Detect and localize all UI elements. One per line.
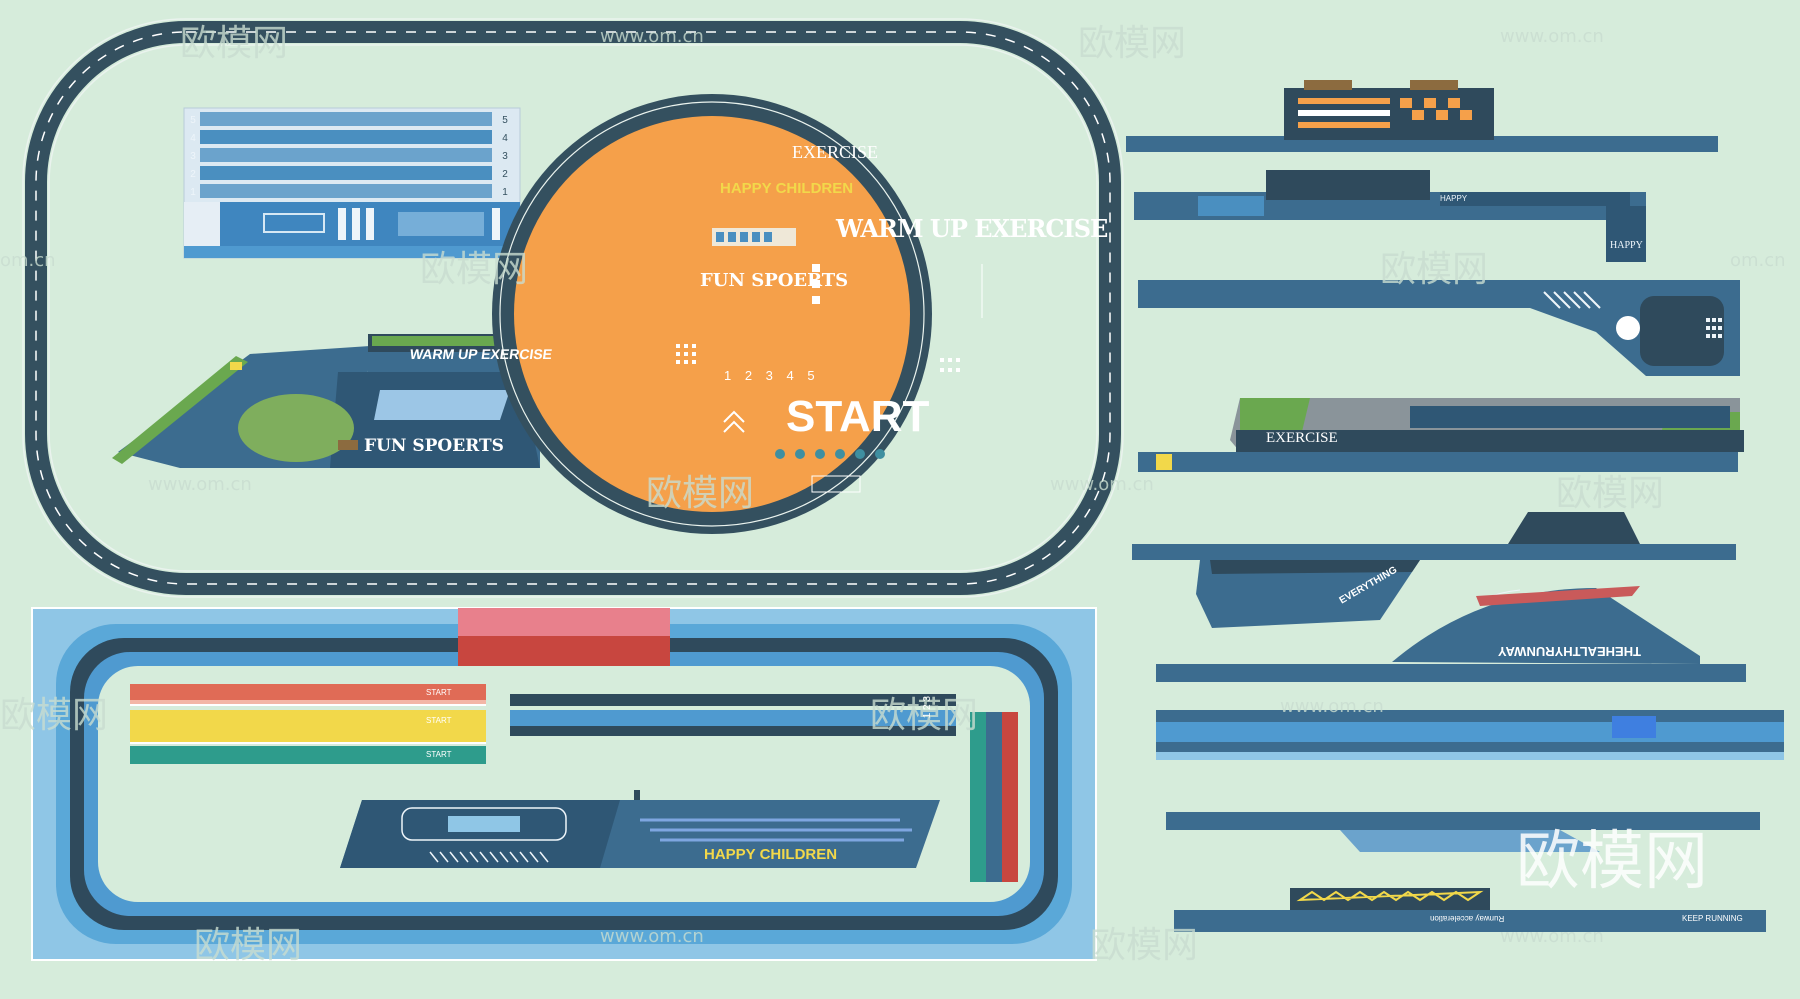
lane-number: 1 bbox=[502, 187, 508, 198]
watermark-brand-7: 欧模网 bbox=[0, 695, 109, 736]
strip-happy-sign: HAPPY bbox=[1610, 240, 1643, 251]
watermark-brand-1: 欧模网 bbox=[180, 23, 289, 64]
lane-number: 4 bbox=[190, 133, 196, 144]
circle-numbers: 1 2 3 4 5 bbox=[724, 368, 820, 383]
lane-number: 3 bbox=[502, 151, 508, 162]
watermark-brand-8: 欧模网 bbox=[870, 695, 979, 736]
strip-happy-tag: HAPPY bbox=[1440, 194, 1468, 203]
iso-warm-up-label: WARM UP EXERCISE bbox=[408, 346, 554, 362]
start-label-1: START bbox=[426, 688, 452, 697]
lane-number: 1 bbox=[190, 187, 196, 198]
watermark-url-2: www.om.cn bbox=[600, 26, 704, 47]
brand-watermark-large: 欧模网 bbox=[1516, 825, 1708, 899]
watermark-url-1: www.om.cn bbox=[1500, 26, 1604, 47]
oval-track bbox=[22, 18, 1124, 598]
start-label-2: START bbox=[426, 716, 452, 725]
watermark-brand-4: 欧模网 bbox=[420, 249, 529, 290]
strip-runway: Runway acceleration bbox=[1430, 914, 1505, 923]
iso-fun-sports-label: FUN SPOERTS bbox=[364, 436, 504, 456]
lane-numbers-right: 5 4 3 2 1 bbox=[498, 112, 512, 202]
watermark-url-7: www.om.cn bbox=[1500, 926, 1604, 947]
lanes-panel bbox=[183, 107, 521, 259]
strip-keep-running: KEEP RUNNING bbox=[1682, 914, 1743, 923]
blue-track-panel bbox=[31, 607, 1097, 961]
exercise-circle bbox=[492, 94, 983, 534]
watermark-url-5: www.om.cn bbox=[1280, 696, 1384, 717]
isometric-play-area bbox=[112, 334, 540, 468]
circle-exercise-title: EXERCISE bbox=[792, 142, 879, 162]
circle-warm-up: WARM UP EXERCISE bbox=[836, 214, 1108, 243]
start-label-3: START bbox=[426, 750, 452, 759]
strip-healthy-runway: THEHEALTHYRUNWAY bbox=[1498, 644, 1642, 659]
lane-number: 4 bbox=[502, 133, 508, 144]
strip-exercise: EXERCISE bbox=[1266, 430, 1338, 446]
watermark-brand-2: 欧模网 bbox=[1078, 23, 1187, 64]
lane-number: 5 bbox=[502, 115, 508, 126]
watermark-brand-6: 欧模网 bbox=[1556, 473, 1665, 514]
lane-number: 3 bbox=[190, 151, 196, 162]
watermark-url-8: om.cn bbox=[0, 250, 56, 271]
watermark-url-4: www.om.cn bbox=[1050, 474, 1154, 495]
bottom-happy-children: HAPPY CHILDREN bbox=[704, 846, 838, 863]
watermark-url-6: www.om.cn bbox=[600, 926, 704, 947]
watermark-url-9: om.cn bbox=[1730, 250, 1786, 271]
watermark-brand-5: 欧模网 bbox=[646, 473, 755, 514]
lane-number: 5 bbox=[190, 115, 196, 126]
lane-number: 2 bbox=[502, 169, 508, 180]
circle-happy-children: HAPPY CHILDREN bbox=[720, 180, 854, 197]
circle-start: START bbox=[786, 392, 930, 441]
watermark-brand-3: 欧模网 bbox=[1380, 249, 1489, 290]
right-strips bbox=[1126, 80, 1784, 932]
watermark-url-3: www.om.cn bbox=[148, 474, 252, 495]
bottom-lane-numbers: 1 2 3 bbox=[922, 696, 933, 719]
watermark-brand-9: 欧模网 bbox=[194, 925, 303, 966]
circle-fun-sports: FUN SPOERTS bbox=[700, 270, 849, 291]
lane-number: 2 bbox=[190, 169, 196, 180]
watermark-brand-10: 欧模网 bbox=[1090, 925, 1199, 966]
lane-numbers-left: 5 4 3 2 1 bbox=[188, 112, 198, 202]
